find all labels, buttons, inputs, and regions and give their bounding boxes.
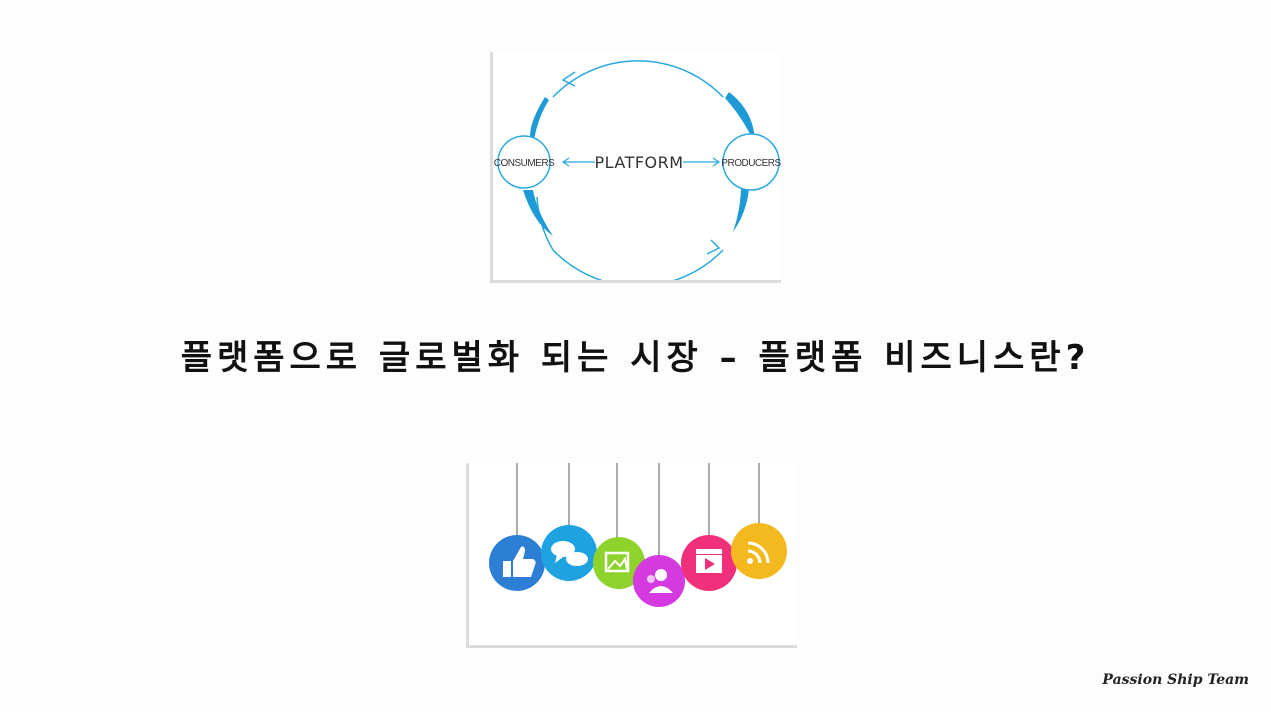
accent-left-bottom [523, 190, 553, 236]
consumers-node [497, 135, 551, 189]
social-icons-illustration [466, 463, 797, 648]
chat-icon [541, 525, 597, 581]
signature: Passion Ship Team [1102, 672, 1249, 688]
consumers-label: CONSUMERS [494, 158, 555, 169]
producers-label: PRODUCERS [721, 158, 781, 169]
rss-icon [731, 523, 787, 579]
page-title: 플랫폼으로 글로벌화 되는 시장 – 플랫폼 비즈니스란? [180, 338, 1091, 378]
platform-label: PLATFORM [594, 153, 683, 172]
photo-icon [593, 537, 645, 589]
accent-left-top [529, 97, 549, 150]
video-icon [681, 535, 737, 591]
accent-right-bottom [733, 186, 749, 232]
producers-node [722, 133, 780, 191]
user-icon [633, 555, 685, 607]
platform-diagram-graphic: CONSUMERS PRODUCERS PLATFORM [494, 60, 781, 280]
arrow-head-top [561, 71, 576, 87]
arrow-head-bottom [706, 239, 721, 255]
like-icon [489, 535, 545, 591]
accent-right-top [725, 92, 755, 144]
platform-diagram: CONSUMERS PRODUCERS PLATFORM [490, 52, 781, 283]
